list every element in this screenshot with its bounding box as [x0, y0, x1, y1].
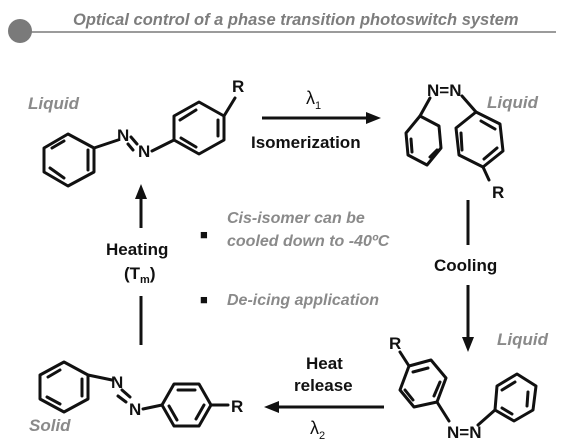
- atom-n: N: [111, 373, 123, 392]
- note-line: De-icing application: [227, 292, 379, 309]
- molecule-trans-bottom: N N R: [38, 360, 243, 428]
- atom-n: N: [129, 400, 141, 419]
- heating-step: Heating (Tm): [106, 184, 168, 345]
- benzene-ring: [454, 110, 505, 169]
- atom-n: N: [117, 126, 129, 145]
- molecule-cis-top: N=N R: [404, 81, 505, 202]
- atom-n-eq-n: N=N: [447, 423, 481, 441]
- molecule-trans-top: N N R: [42, 77, 244, 188]
- lambda-2: λ2: [310, 418, 325, 441]
- heat-release-step: Heat release λ2: [264, 354, 384, 441]
- molecule-cis-bottom: R N=N: [389, 334, 538, 441]
- benzene-ring: [160, 382, 213, 428]
- heating-temperature: (Tm): [124, 264, 156, 286]
- note-line: cooled down to -40ºC: [227, 233, 390, 250]
- isomerization-label: Isomerization: [251, 133, 361, 152]
- benzene-ring: [38, 360, 90, 414]
- atom-r: R: [232, 77, 244, 96]
- state-label-bottom-right: Liquid: [497, 330, 549, 349]
- benzene-ring: [42, 132, 96, 188]
- cooling-step: Cooling: [434, 200, 497, 352]
- state-label-top-left: Liquid: [28, 94, 80, 113]
- atom-n: N: [138, 142, 150, 161]
- note-bullet-icon: ■: [200, 227, 208, 242]
- benzene-ring: [172, 100, 226, 156]
- benzene-ring: [398, 358, 448, 409]
- lambda-1: λ1: [306, 88, 321, 112]
- state-label-bottom-left: Solid: [29, 416, 71, 435]
- header: Optical control of a phase transition ph…: [8, 11, 556, 43]
- isomerization-step: λ1 Isomerization: [251, 88, 381, 152]
- note-line: Cis-isomer can be: [227, 210, 365, 227]
- state-label-top-right: Liquid: [487, 93, 539, 112]
- benzene-ring: [493, 372, 538, 423]
- atom-n-eq-n: N=N: [427, 81, 461, 100]
- atom-r: R: [492, 183, 504, 202]
- notes: ■ Cis-isomer can be cooled down to -40ºC…: [200, 210, 390, 309]
- heating-label: Heating: [106, 240, 168, 259]
- cooling-label: Cooling: [434, 256, 497, 275]
- heat-release-label-line1: Heat: [306, 354, 343, 373]
- atom-r: R: [389, 334, 401, 353]
- atom-r: R: [231, 397, 243, 416]
- heat-release-label-line2: release: [294, 376, 353, 395]
- header-title: Optical control of a phase transition ph…: [73, 11, 519, 29]
- note-bullet-icon: ■: [200, 292, 208, 307]
- header-dot-icon: [8, 19, 32, 43]
- benzene-ring: [404, 114, 443, 167]
